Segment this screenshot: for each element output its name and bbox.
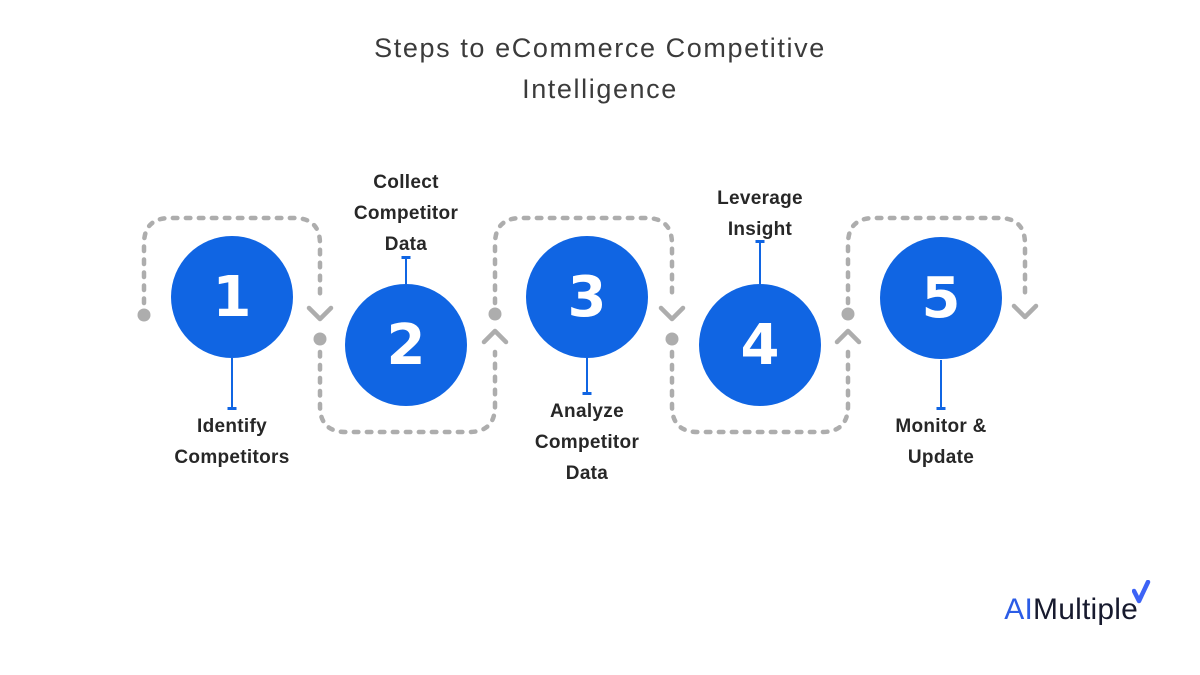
chevron-down-icon [658, 305, 686, 322]
logo-spark-icon [1132, 580, 1151, 604]
path-segment-over-step3 [492, 215, 675, 306]
page-title-line-1: Steps to eCommerce Competitive [374, 33, 826, 63]
path-waypoint-dot [841, 307, 855, 321]
path-segment-under-step2 [317, 349, 498, 435]
step-5-label: Monitor & Update [895, 416, 987, 468]
step-1-circle: 1 [171, 236, 293, 358]
path-segment-over-step1 [141, 215, 323, 306]
page-title-line-2: Intelligence [522, 74, 678, 104]
step-2-circle: 2 [345, 284, 467, 406]
path-segment-over-step5 [845, 215, 1028, 306]
path-waypoint-dot [488, 307, 502, 321]
step-1-number: 1 [212, 264, 252, 330]
step-4-connector-line [759, 240, 761, 284]
step-1-label: Identify Competitors [174, 416, 290, 468]
step-1-connector-line [231, 358, 233, 410]
step-3-connector-line [586, 358, 588, 395]
step-2-label: Collect Competitor Data [353, 172, 459, 255]
step-4-label: Leverage Insight [717, 188, 803, 240]
page-title: Steps to eCommerce Competitive Intellige… [0, 28, 1200, 110]
step-2-connector-line [405, 256, 407, 284]
step-5-number: 5 [921, 265, 961, 331]
chevron-down-icon [306, 305, 334, 322]
step-3-label: Analyze Competitor Data [534, 401, 640, 484]
step-5-circle: 5 [880, 237, 1002, 359]
chevron-up-icon [481, 328, 509, 345]
step-2-number: 2 [386, 312, 426, 378]
logo-text-multiple: Multiple [1033, 593, 1138, 626]
step-5-connector-line [940, 360, 942, 410]
path-waypoint-dot [665, 332, 679, 346]
step-3-number: 3 [567, 264, 607, 330]
logo-text-ai: AI [1004, 593, 1034, 626]
chevron-down-icon [1011, 303, 1039, 320]
chevron-up-icon [834, 328, 862, 345]
brand-logo: AIMultiple [1004, 580, 1151, 627]
path-start-dot [137, 308, 151, 322]
step-4-number: 4 [740, 312, 780, 378]
path-segment-under-step4 [669, 349, 851, 435]
step-3-circle: 3 [526, 236, 648, 358]
step-4-circle: 4 [699, 284, 821, 406]
path-waypoint-dot [313, 332, 327, 346]
